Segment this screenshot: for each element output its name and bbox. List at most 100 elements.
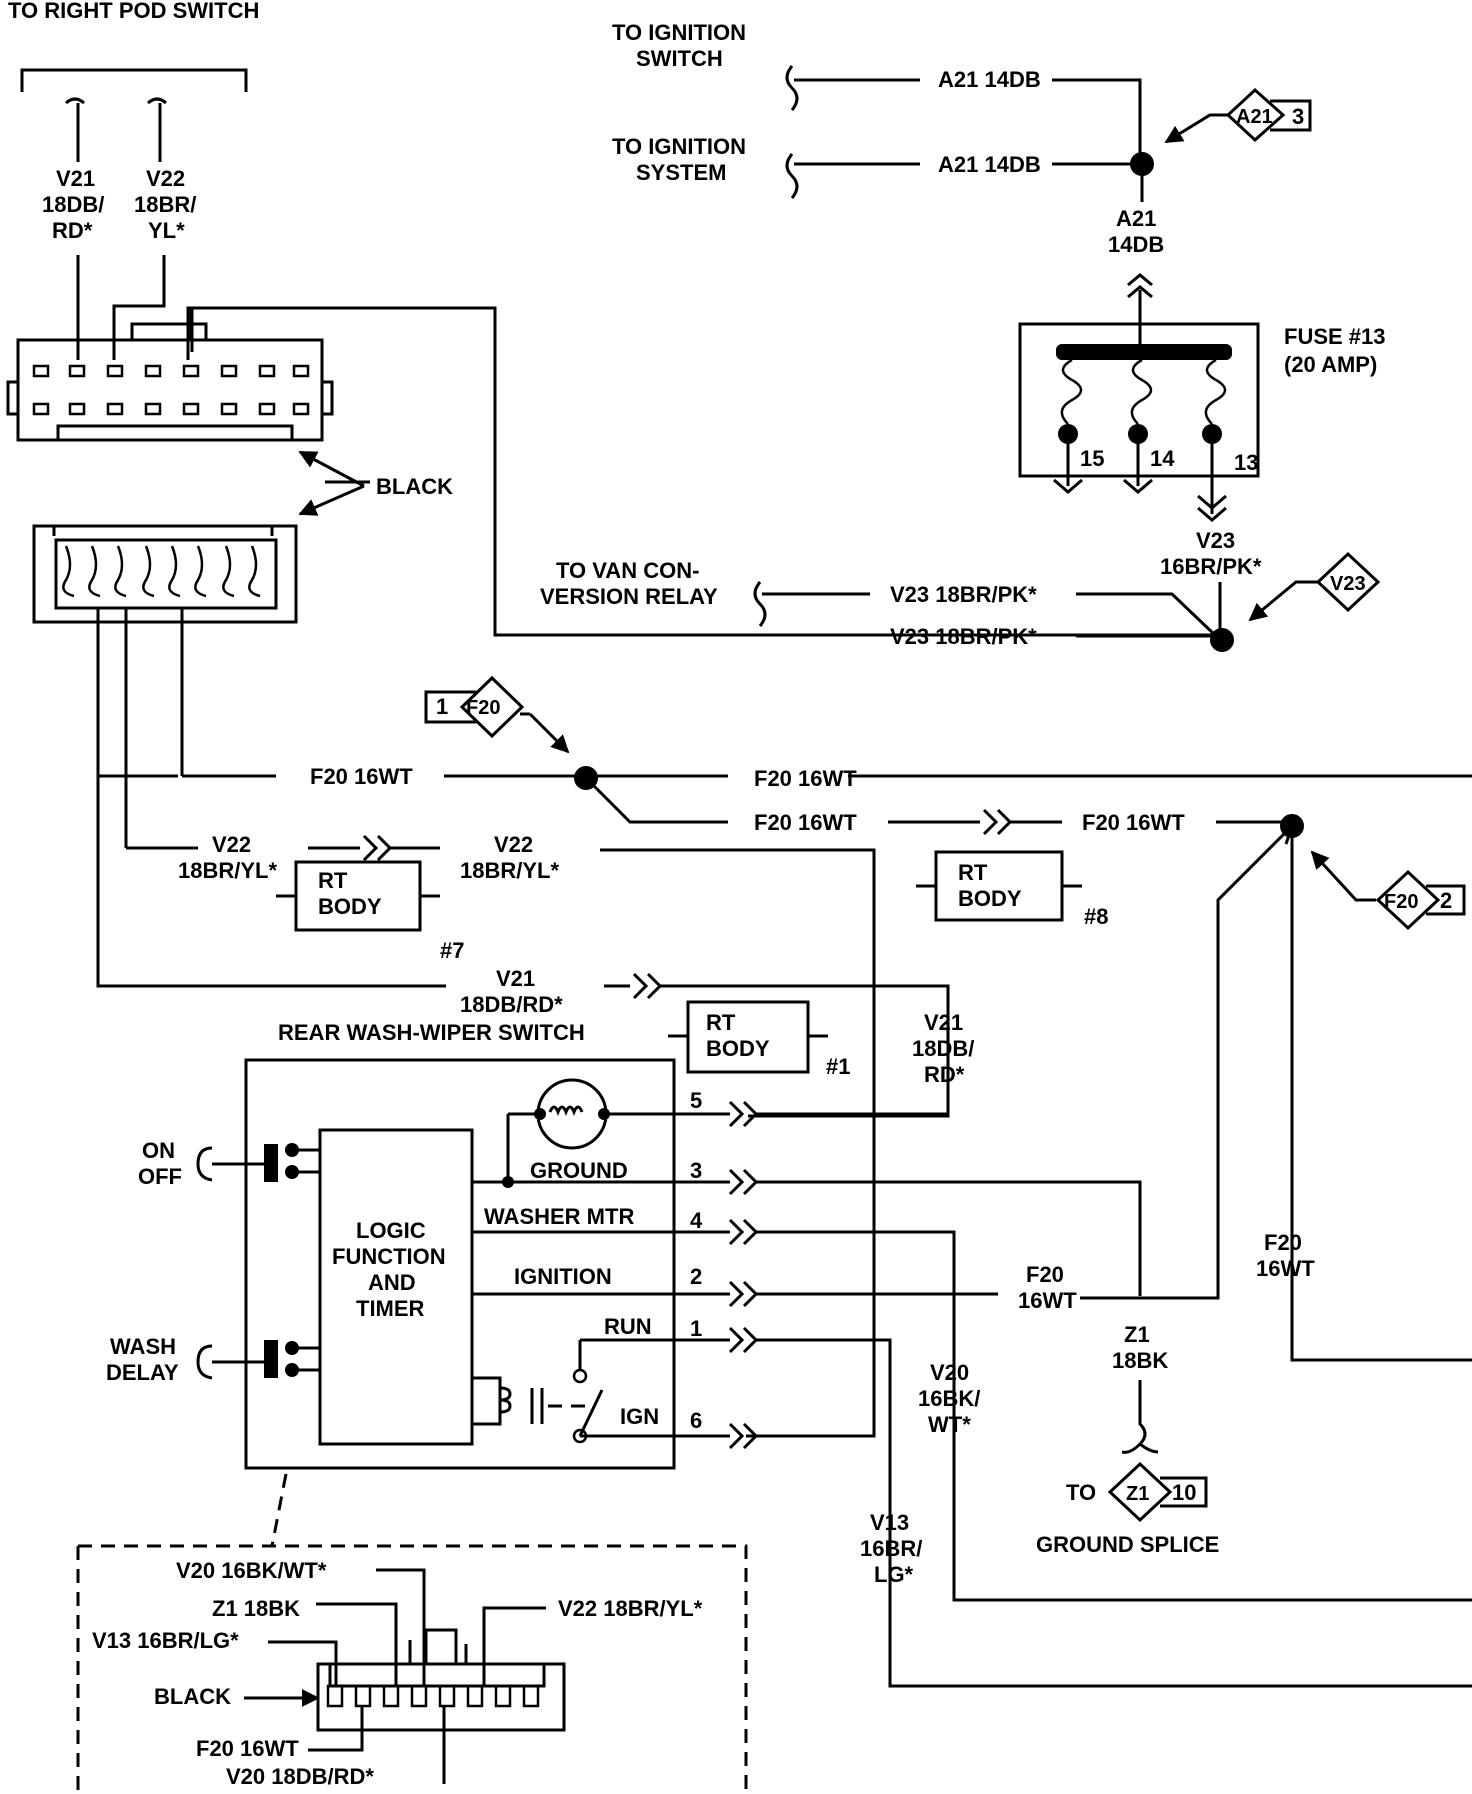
rt-body-8: RT BODY #8 [916, 850, 1108, 929]
rt-body-1-line1: RT [706, 1010, 736, 1035]
rt-body-1: RT BODY #1 [668, 1000, 850, 1079]
off-label: OFF [138, 1164, 182, 1189]
rt-body-7: RT BODY #7 [276, 860, 464, 963]
v13-line3: LG* [874, 1562, 914, 1587]
v22-right-line1: V22 [494, 832, 533, 857]
ignition-label: IGNITION [514, 1264, 612, 1289]
rt-body-7-line1: RT [318, 868, 348, 893]
z1-splice-tag: Z1 10 [1107, 1461, 1208, 1523]
fuse-title-line1: FUSE #13 [1284, 324, 1386, 349]
f20-sw-line2: 16WT [1018, 1288, 1077, 1313]
v20-line3: WT* [928, 1412, 971, 1437]
v21-mid-line2: 18DB/RD* [460, 992, 563, 1017]
terminal-2: 2 [690, 1264, 702, 1289]
v22-v21-circuits: V22 18BR/YL* V22 18BR/YL* V21 18DB/RD* V… [96, 776, 974, 1438]
v22-pod-wire-line2: 18BR/ [134, 192, 196, 217]
rt-body-8-line2: BODY [958, 886, 1022, 911]
run-label: RUN [604, 1314, 652, 1339]
v22-pod-wire-line3: YL* [148, 218, 185, 243]
f20-right-splice-num: 2 [1440, 888, 1452, 913]
v23-vert-line1: V23 [1196, 528, 1235, 553]
v21-mid-line1: V21 [496, 966, 535, 991]
inset-v22: V22 18BR/YL* [558, 1596, 703, 1621]
to-right-pod-switch-label: TO RIGHT POD SWITCH [8, 0, 259, 23]
terminal-1: 1 [690, 1316, 702, 1341]
right-pod-switch-group: TO RIGHT POD SWITCH V21 18DB/ RD* V22 18… [8, 0, 259, 360]
logic-line1: LOGIC [356, 1218, 426, 1243]
terminal-3: 3 [690, 1158, 702, 1183]
fuse-13: 15 14 13 FUSE #13 (20 AMP) [1018, 322, 1386, 522]
a21-vert-line2: 14DB [1108, 232, 1164, 257]
v21-pod-wire-line1: V21 [56, 166, 95, 191]
to-van-conversion-line1: TO VAN CON- [556, 558, 699, 583]
v23-splice-tag: V23 [1315, 551, 1381, 613]
rt-body-8-line1: RT [958, 860, 988, 885]
v23-circuit: V23 16BR/PK* TO VAN CON- VERSION RELAY V… [540, 528, 1381, 652]
f20-wire-d: F20 16WT [1082, 810, 1185, 835]
v22-pod-wire-line1: V22 [146, 166, 185, 191]
terminal-5: 5 [690, 1088, 702, 1113]
switch-connector-inset: V20 16BK/WT* Z1 18BK V13 16BR/LG* BLACK … [76, 1473, 748, 1794]
inset-f20: F20 16WT [196, 1736, 299, 1761]
rear-wash-wiper-switch: REAR WASH-WIPER SWITCH LOGIC FUNCTION AN… [106, 1020, 759, 1470]
to-ignition-switch-line1: TO IGNITION [612, 20, 746, 45]
logic-line2: FUNCTION [332, 1244, 446, 1269]
fuse-pin-14: 14 [1150, 446, 1175, 471]
terminal-4: 4 [690, 1208, 703, 1233]
rt-body-7-num: #7 [440, 938, 464, 963]
v13-line2: 16BR/ [860, 1536, 922, 1561]
v20-line2: 16BK/ [918, 1386, 980, 1411]
fuse-title-line2: (20 AMP) [1284, 352, 1377, 377]
ground-label: GROUND [530, 1158, 628, 1183]
a21-vert-line1: A21 [1116, 206, 1156, 231]
black-connector-label-group: BLACK [298, 450, 453, 516]
inset-v20-db: V20 18DB/RD* [226, 1764, 374, 1789]
inset-v20: V20 16BK/WT* [176, 1558, 327, 1583]
to-ground-splice-line1: TO [1066, 1480, 1096, 1505]
on-label: ON [142, 1138, 175, 1163]
inset-black: BLACK [154, 1684, 231, 1709]
f20-right-wire-line1: F20 [1264, 1230, 1302, 1255]
wash-label: WASH [110, 1334, 176, 1359]
f20-wire-a: F20 16WT [310, 764, 413, 789]
rt-body-8-num: #8 [1084, 904, 1108, 929]
v22-right-line2: 18BR/YL* [460, 858, 559, 883]
a21-mid-wire: A21 14DB [938, 152, 1041, 177]
v21-pod-wire-line3: RD* [52, 218, 93, 243]
pod-connector-lower [32, 524, 298, 848]
rt-body-1-num: #1 [826, 1054, 850, 1079]
rt-body-1-line2: BODY [706, 1036, 770, 1061]
f20-right-splice-name: F20 [1384, 891, 1418, 913]
f20-left-splice-num: 1 [436, 694, 448, 719]
fuse-pin-15: 15 [1080, 446, 1104, 471]
ign-label: IGN [620, 1404, 659, 1429]
v23-splice-name: V23 [1330, 573, 1366, 595]
z1-line2: 18BK [1112, 1348, 1168, 1373]
f20-wire-b: F20 16WT [754, 766, 857, 791]
to-van-conversion-line2: VERSION RELAY [540, 584, 718, 609]
a21-splice-tag: A21 3 [1225, 87, 1312, 143]
delay-label: DELAY [106, 1360, 179, 1385]
v21-right-line2: 18DB/ [912, 1036, 974, 1061]
z1-splice-name: Z1 [1126, 1483, 1149, 1505]
inset-z1: Z1 18BK [212, 1596, 300, 1621]
logic-line3: AND [368, 1270, 416, 1295]
black-label: BLACK [376, 474, 453, 499]
a21-splice-name: A21 [1236, 106, 1273, 128]
pod-connector-upper [6, 306, 1220, 637]
a21-splice-num: 3 [1292, 104, 1304, 129]
f20-right-splice-tag: F20 2 [1375, 869, 1466, 931]
v13-line1: V13 [870, 1510, 909, 1535]
f20-left-splice-name: F20 [466, 697, 500, 719]
logic-line4: TIMER [356, 1296, 425, 1321]
to-ignition-switch-line2: SWITCH [636, 46, 723, 71]
to-ground-splice-line2: GROUND SPLICE [1036, 1532, 1219, 1557]
fuse-pin-13: 13 [1234, 450, 1258, 475]
inset-v13: V13 16BR/LG* [92, 1628, 239, 1653]
f20-left-splice-tag: 1 F20 [424, 675, 525, 739]
v23-lower-wire: V23 18BR/PK* [890, 624, 1037, 649]
v23-vert-line2: 16BR/PK* [1160, 554, 1262, 579]
f20-wire-c: F20 16WT [754, 810, 857, 835]
v21-pod-wire-line2: 18DB/ [42, 192, 104, 217]
